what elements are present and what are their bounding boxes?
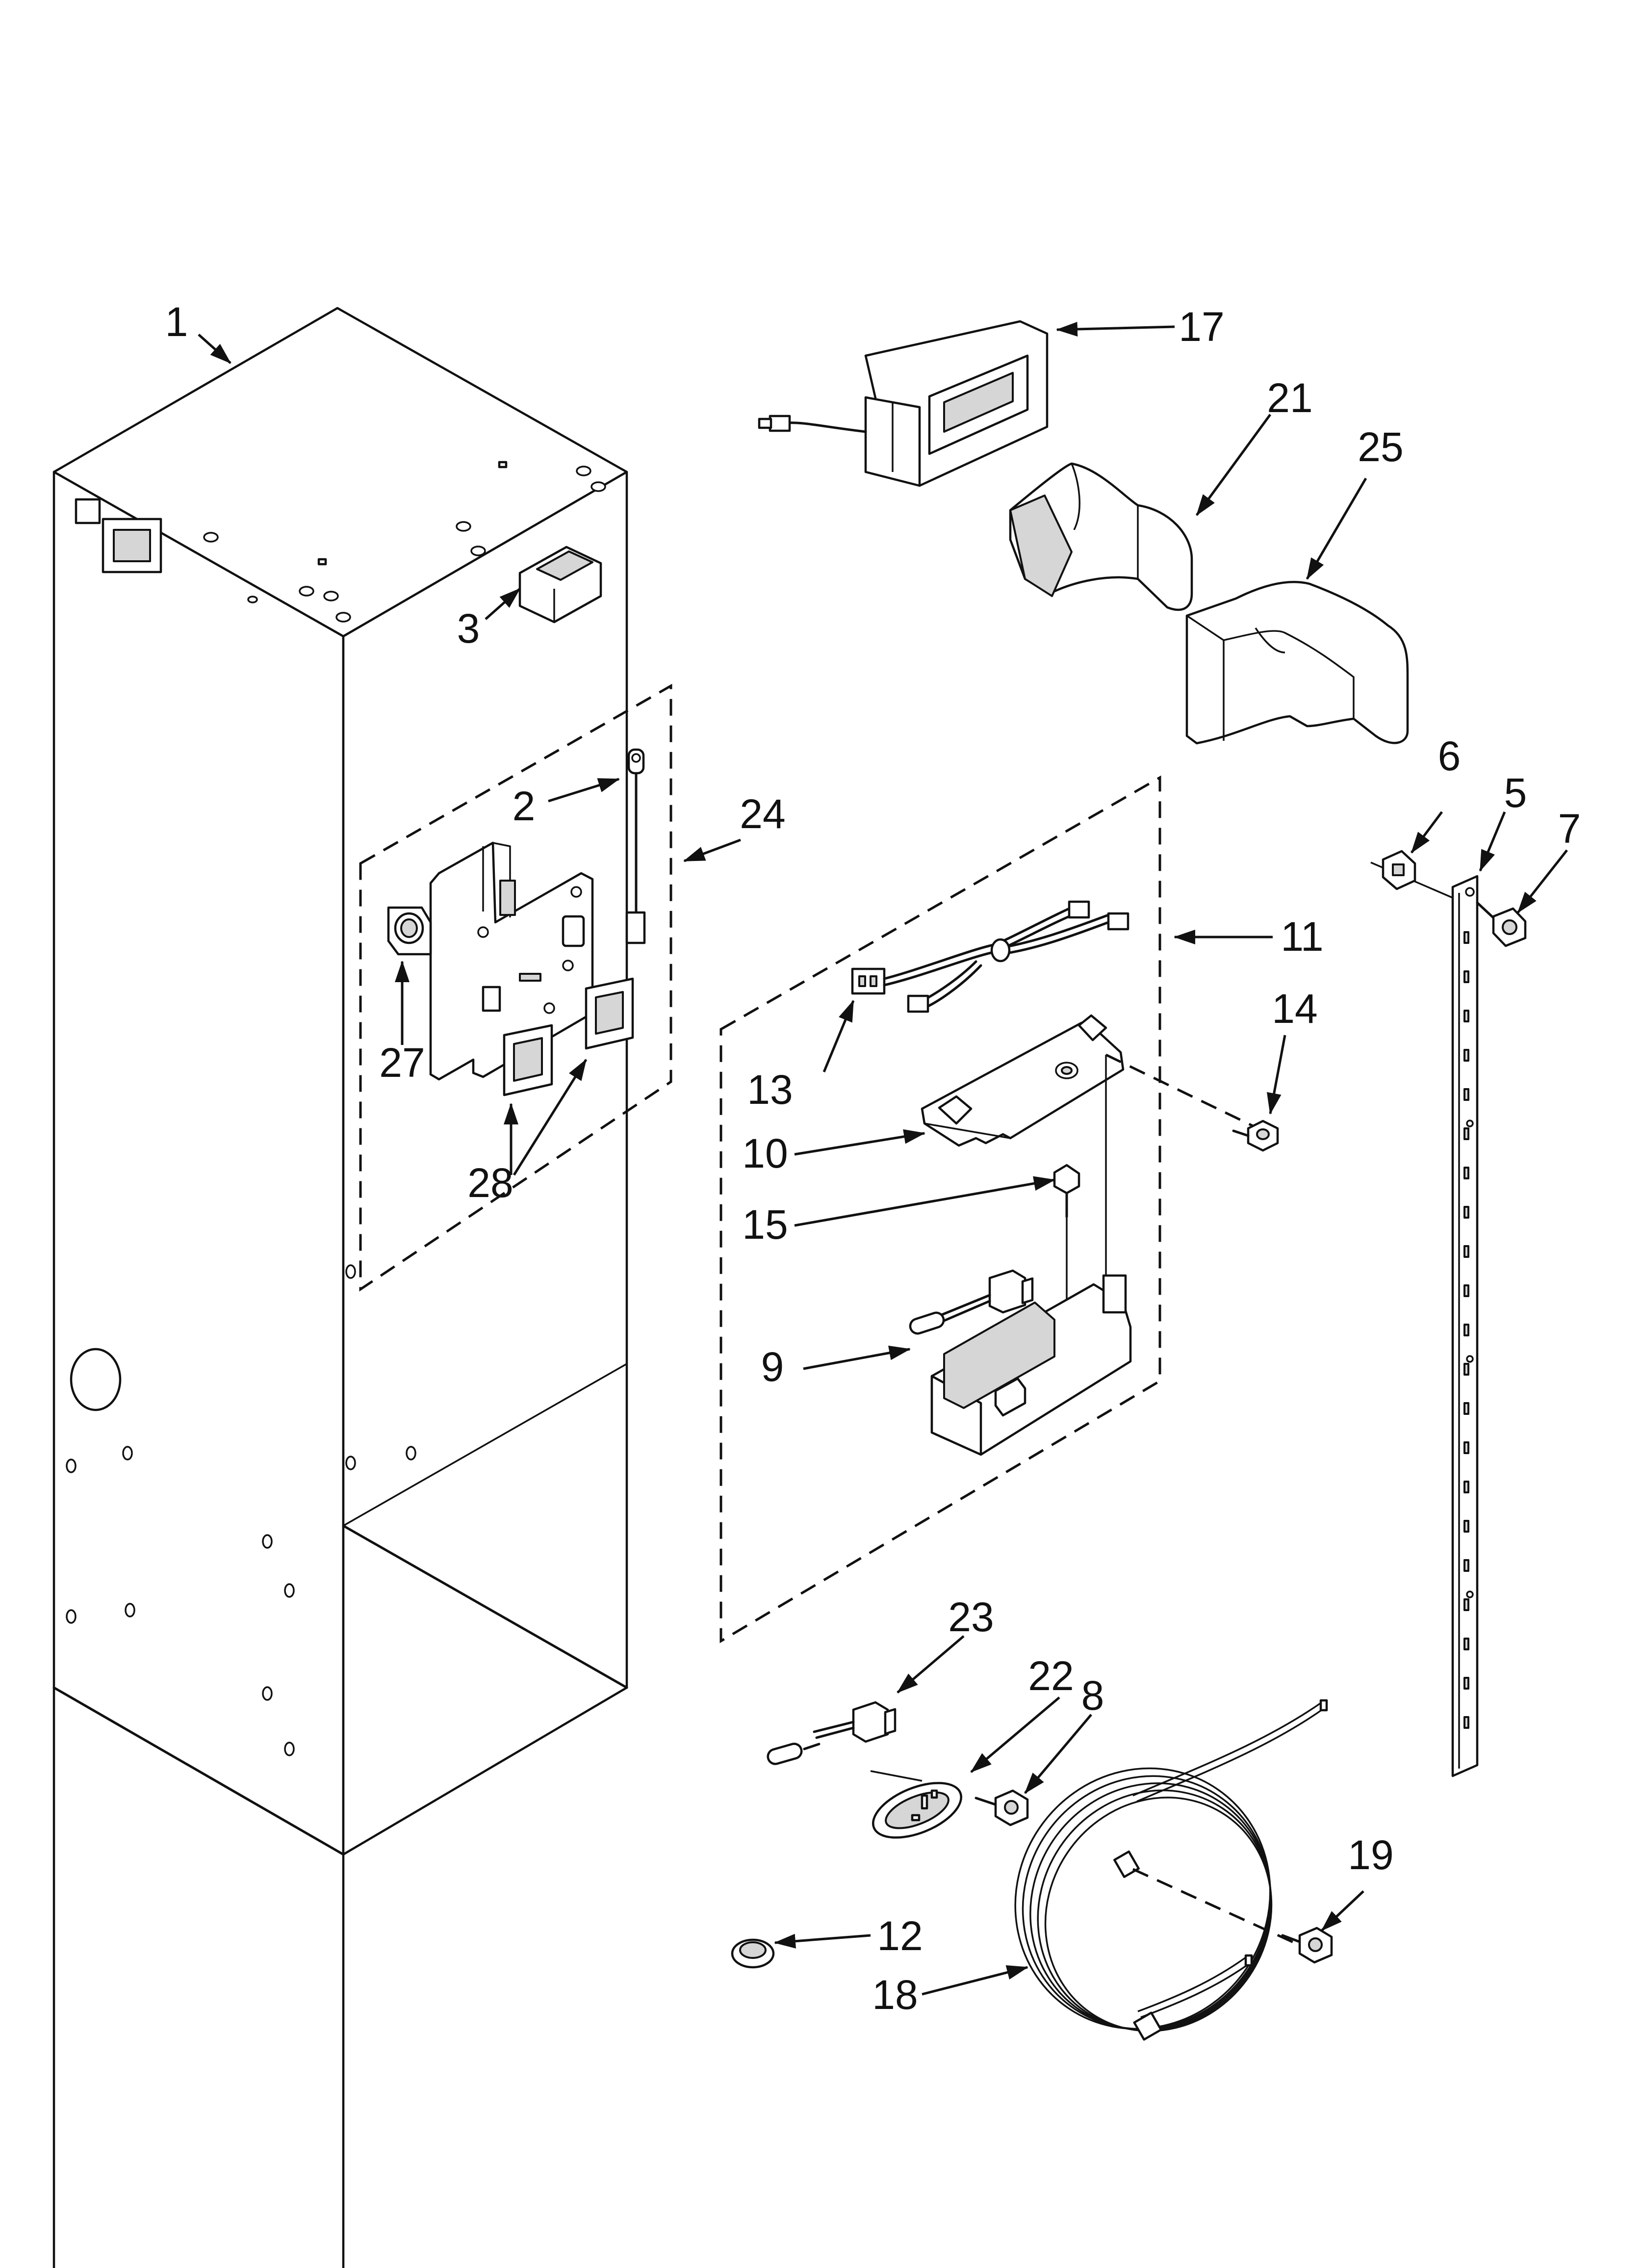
callout-10: 10 bbox=[742, 1130, 788, 1176]
heater-wire-part bbox=[1014, 1699, 1328, 2041]
callout-1: 1 bbox=[165, 299, 188, 345]
callout-18: 18 bbox=[872, 1972, 918, 2018]
control-housing-part bbox=[930, 1274, 1132, 1456]
callout-8: 8 bbox=[1081, 1672, 1104, 1719]
callout-5: 5 bbox=[1504, 770, 1527, 816]
rail-slots bbox=[1463, 931, 1474, 1729]
screw-axis-14 bbox=[1105, 1053, 1259, 1130]
callout-13: 13 bbox=[747, 1067, 793, 1113]
callout-labels: 1 2 3 5 6 7 8 9 10 11 12 13 14 15 17 18 … bbox=[165, 299, 1581, 2018]
mounting-rail-part bbox=[1451, 875, 1479, 1777]
switch-housing-part bbox=[518, 546, 602, 624]
wire-screw-part bbox=[1281, 1927, 1333, 1964]
mount-screw-part bbox=[1232, 1120, 1279, 1152]
duct-cover-part bbox=[1185, 581, 1409, 745]
callout-23: 23 bbox=[948, 1594, 994, 1640]
callout-27: 27 bbox=[379, 1040, 425, 1086]
callout-21: 21 bbox=[1267, 375, 1312, 421]
control-bracket-part bbox=[429, 841, 594, 1081]
light-socket-part bbox=[387, 906, 432, 956]
rail-nut-part bbox=[1382, 850, 1416, 890]
light-box-part bbox=[758, 320, 1049, 487]
callout-24: 24 bbox=[740, 791, 785, 837]
callout-14: 14 bbox=[1272, 986, 1317, 1032]
callout-19: 19 bbox=[1348, 1832, 1393, 1878]
light-shield-parts bbox=[503, 977, 634, 1096]
thermistor-part bbox=[909, 1269, 1034, 1335]
assembly-boundary-24 bbox=[359, 683, 672, 1292]
callout-2: 2 bbox=[513, 783, 536, 829]
cabinet-part bbox=[52, 307, 628, 2268]
callout-3: 3 bbox=[457, 605, 480, 652]
switch-screw-part bbox=[975, 1789, 1029, 1826]
control-cover-part bbox=[921, 1014, 1125, 1147]
temperature-sensor-part bbox=[767, 1701, 897, 1765]
screw-axis-19 bbox=[1132, 1868, 1301, 1947]
callout-28: 28 bbox=[467, 1160, 513, 1206]
callout-7: 7 bbox=[1558, 806, 1581, 852]
control-switch-part bbox=[870, 1770, 963, 1839]
rail-screw-part bbox=[1476, 901, 1527, 947]
callout-11: 11 bbox=[1281, 913, 1323, 960]
callout-6: 6 bbox=[1438, 733, 1461, 779]
callout-22: 22 bbox=[1028, 1653, 1074, 1699]
callout-15: 15 bbox=[742, 1201, 788, 1248]
callout-25: 25 bbox=[1358, 424, 1403, 470]
ground-wire-part bbox=[625, 748, 646, 944]
callout-9: 9 bbox=[761, 1344, 784, 1390]
callout-17: 17 bbox=[1179, 304, 1224, 350]
wire-harness-part bbox=[851, 900, 1129, 1013]
plug-part bbox=[731, 1938, 775, 1969]
air-duct-part bbox=[1009, 462, 1193, 611]
callout-12: 12 bbox=[877, 1913, 923, 1959]
callout-leaders bbox=[198, 321, 1568, 1996]
